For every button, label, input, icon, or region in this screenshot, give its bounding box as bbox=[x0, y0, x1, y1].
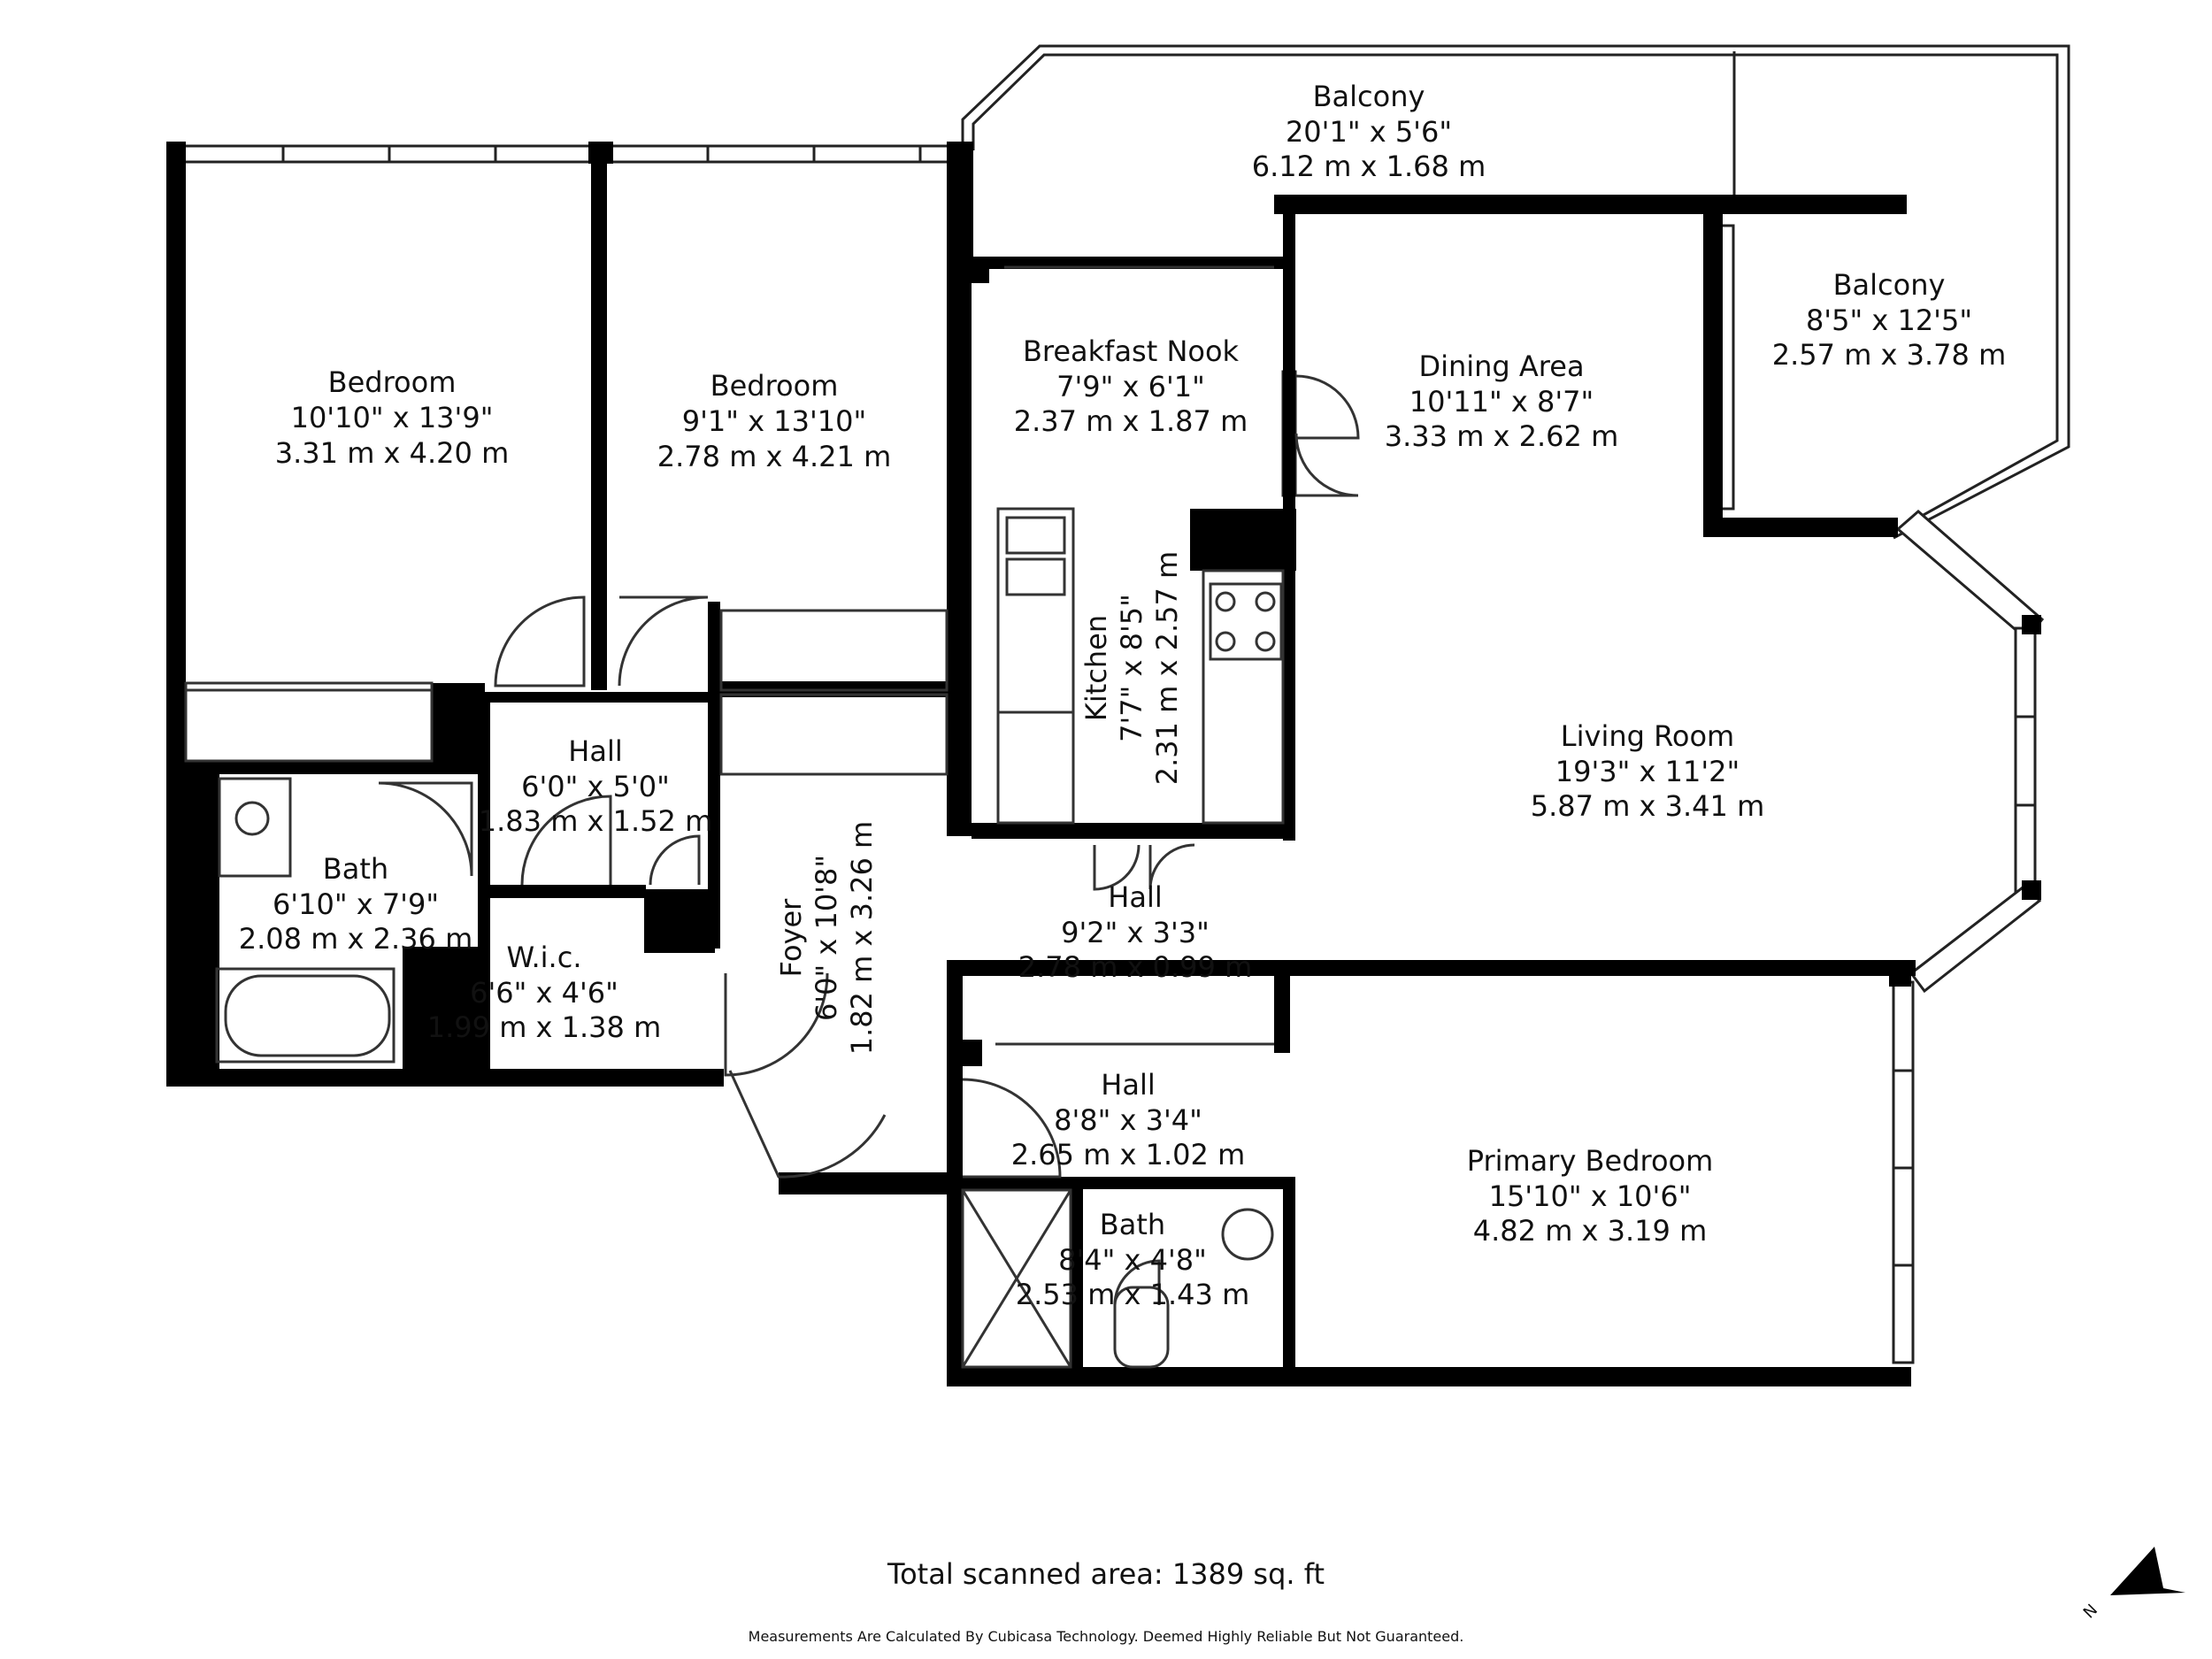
room-imperial: 6'10" x 7'9" bbox=[273, 887, 439, 921]
room-imperial: 7'9" x 6'1" bbox=[1056, 370, 1205, 403]
room-metric: 5.87 m x 3.41 m bbox=[1531, 789, 1764, 823]
room-name: Breakfast Nook bbox=[1023, 334, 1240, 368]
room-bath-left: Bath 6'10" x 7'9" 2.08 m x 2.36 m bbox=[239, 852, 472, 956]
room-imperial: 8'5" x 12'5" bbox=[1806, 303, 1972, 337]
room-hall-upper: Hall 6'0" x 5'0" 1.83 m x 1.52 m bbox=[479, 734, 712, 838]
room-imperial: 9'2" x 3'3" bbox=[1061, 916, 1210, 949]
total-area-text: Total scanned area: 1389 sq. ft bbox=[887, 1557, 1325, 1591]
disclaimer-text: Measurements Are Calculated By Cubicasa … bbox=[748, 1628, 1464, 1645]
room-name: Kitchen bbox=[1079, 615, 1113, 721]
room-metric: 2.65 m x 1.02 m bbox=[1011, 1138, 1245, 1171]
room-name: W.i.c. bbox=[507, 941, 582, 974]
room-name: Bath bbox=[1100, 1208, 1165, 1241]
room-metric: 6.12 m x 1.68 m bbox=[1252, 150, 1486, 183]
room-metric: 1.83 m x 1.52 m bbox=[479, 804, 712, 838]
room-metric: 2.37 m x 1.87 m bbox=[1014, 404, 1248, 438]
room-bedroom-2: Bedroom 9'1" x 13'10" 2.78 m x 4.21 m bbox=[657, 369, 891, 473]
room-name: Bedroom bbox=[710, 369, 839, 403]
room-imperial: 20'1" x 5'6" bbox=[1286, 115, 1452, 149]
room-hall-lower: Hall 8'8" x 3'4" 2.65 m x 1.02 m bbox=[1011, 1068, 1245, 1171]
north-arrow-icon bbox=[2110, 1547, 2185, 1595]
room-bedroom-1: Bedroom 10'10" x 13'9" 3.31 m x 4.20 m bbox=[275, 365, 509, 470]
room-balcony-top: Balcony 20'1" x 5'6" 6.12 m x 1.68 m bbox=[1252, 80, 1486, 183]
room-metric: 2.31 m x 2.57 m bbox=[1150, 551, 1184, 785]
room-name: Bedroom bbox=[328, 365, 457, 399]
room-imperial: 10'10" x 13'9" bbox=[291, 401, 494, 434]
room-metric: 1.99 m x 1.38 m bbox=[427, 1010, 661, 1044]
room-balcony-right: Balcony 8'5" x 12'5" 2.57 m x 3.78 m bbox=[1772, 268, 2006, 372]
north-label: N bbox=[2080, 1601, 2101, 1622]
room-name: Hall bbox=[1108, 880, 1162, 914]
room-foyer: Foyer 6'0" x 10'8" 1.82 m x 3.26 m bbox=[774, 821, 879, 1055]
room-breakfast-nook: Breakfast Nook 7'9" x 6'1" 2.37 m x 1.87… bbox=[1014, 334, 1248, 438]
room-kitchen: Kitchen 7'7" x 8'5" 2.31 m x 2.57 m bbox=[1079, 551, 1184, 785]
room-name: Dining Area bbox=[1418, 349, 1584, 383]
room-imperial: 9'1" x 13'10" bbox=[682, 404, 866, 438]
room-imperial: 6'0" x 10'8" bbox=[810, 855, 843, 1021]
room-imperial: 15'10" x 10'6" bbox=[1489, 1179, 1692, 1213]
room-name: Foyer bbox=[774, 898, 808, 977]
room-imperial: 8'4" x 4'8" bbox=[1058, 1243, 1207, 1277]
room-name: Balcony bbox=[1313, 80, 1425, 113]
room-metric: 2.78 m x 4.21 m bbox=[657, 440, 891, 473]
room-name: Bath bbox=[323, 852, 388, 886]
room-imperial: 6'0" x 5'0" bbox=[521, 770, 670, 803]
room-imperial: 19'3" x 11'2" bbox=[1555, 755, 1740, 788]
room-metric: 4.82 m x 3.19 m bbox=[1473, 1214, 1707, 1248]
room-imperial: 10'11" x 8'7" bbox=[1409, 385, 1594, 419]
room-metric: 2.57 m x 3.78 m bbox=[1772, 338, 2006, 372]
room-hall-center: Hall 9'2" x 3'3" 2.78 m x 0.99 m bbox=[1018, 880, 1252, 984]
balcony-outline bbox=[961, 44, 2070, 540]
room-bath-lower: Bath 8'4" x 4'8" 2.53 m x 1.43 m bbox=[1016, 1208, 1249, 1311]
room-name: Hall bbox=[1101, 1068, 1155, 1102]
room-wic: W.i.c. 6'6" x 4'6" 1.99 m x 1.38 m bbox=[427, 941, 661, 1044]
room-living-room: Living Room 19'3" x 11'2" 5.87 m x 3.41 … bbox=[1531, 719, 1764, 823]
room-name: Balcony bbox=[1833, 268, 1946, 302]
room-metric: 2.78 m x 0.99 m bbox=[1018, 950, 1252, 984]
room-dining-area: Dining Area 10'11" x 8'7" 3.33 m x 2.62 … bbox=[1385, 349, 1618, 453]
room-metric: 3.33 m x 2.62 m bbox=[1385, 419, 1618, 453]
room-metric: 3.31 m x 4.20 m bbox=[275, 436, 509, 470]
room-name: Primary Bedroom bbox=[1467, 1144, 1714, 1178]
room-metric: 2.53 m x 1.43 m bbox=[1016, 1278, 1249, 1311]
walls bbox=[166, 142, 2041, 1386]
room-metric: 2.08 m x 2.36 m bbox=[239, 922, 472, 956]
room-imperial: 6'6" x 4'6" bbox=[470, 976, 618, 1010]
room-primary-bedroom: Primary Bedroom 15'10" x 10'6" 4.82 m x … bbox=[1467, 1144, 1714, 1248]
room-name: Hall bbox=[568, 734, 622, 768]
room-imperial: 7'7" x 8'5" bbox=[1115, 594, 1148, 742]
room-metric: 1.82 m x 3.26 m bbox=[845, 821, 879, 1055]
interior-lines bbox=[184, 265, 1360, 1369]
room-name: Living Room bbox=[1561, 719, 1734, 753]
room-imperial: 8'8" x 3'4" bbox=[1054, 1103, 1202, 1137]
